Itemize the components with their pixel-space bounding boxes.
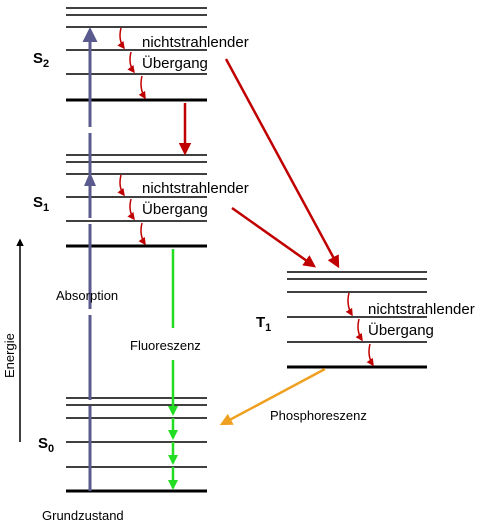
s2-nonradiative-label-line2: Übergang (142, 54, 208, 72)
s0-label: S0 (38, 435, 54, 455)
absorption-arrowhead-s1 (84, 172, 96, 186)
s1-nonradiative-label-line2: Übergang (142, 200, 208, 218)
t1-label: T1 (256, 314, 271, 334)
absorption-label: Absorption (56, 288, 118, 303)
s2-nonradiative-label-line1: nichtstrahlender (142, 34, 249, 51)
t1-nonradiative-label-line2: Übergang (368, 321, 434, 339)
t1-levels (287, 271, 427, 369)
energy-label: Energie (2, 333, 17, 378)
s1-nonradiative-label-line1: nichtstrahlender (142, 180, 249, 197)
s2-label: S2 (33, 50, 49, 70)
t1-nonradiative-arrows (345, 292, 374, 367)
s0-levels (66, 397, 207, 493)
phosphorescence-label: Phosphoreszenz (270, 408, 367, 423)
intersystem-crossing-arrow-s2 (224, 58, 340, 269)
fluorescence-label: Fluoreszenz (130, 338, 201, 353)
t1-nonradiative-label-line1: nichtstrahlender (368, 301, 475, 318)
s1-label: S1 (33, 194, 49, 214)
ground-state-label: Grundzustand (42, 508, 124, 523)
s2-nonradiative-arrows (117, 27, 146, 100)
phosphorescence-arrow (219, 367, 326, 426)
s2-levels (66, 7, 207, 102)
s1-nonradiative-arrows (117, 174, 146, 246)
intersystem-crossing-arrow-s1 (231, 206, 317, 268)
